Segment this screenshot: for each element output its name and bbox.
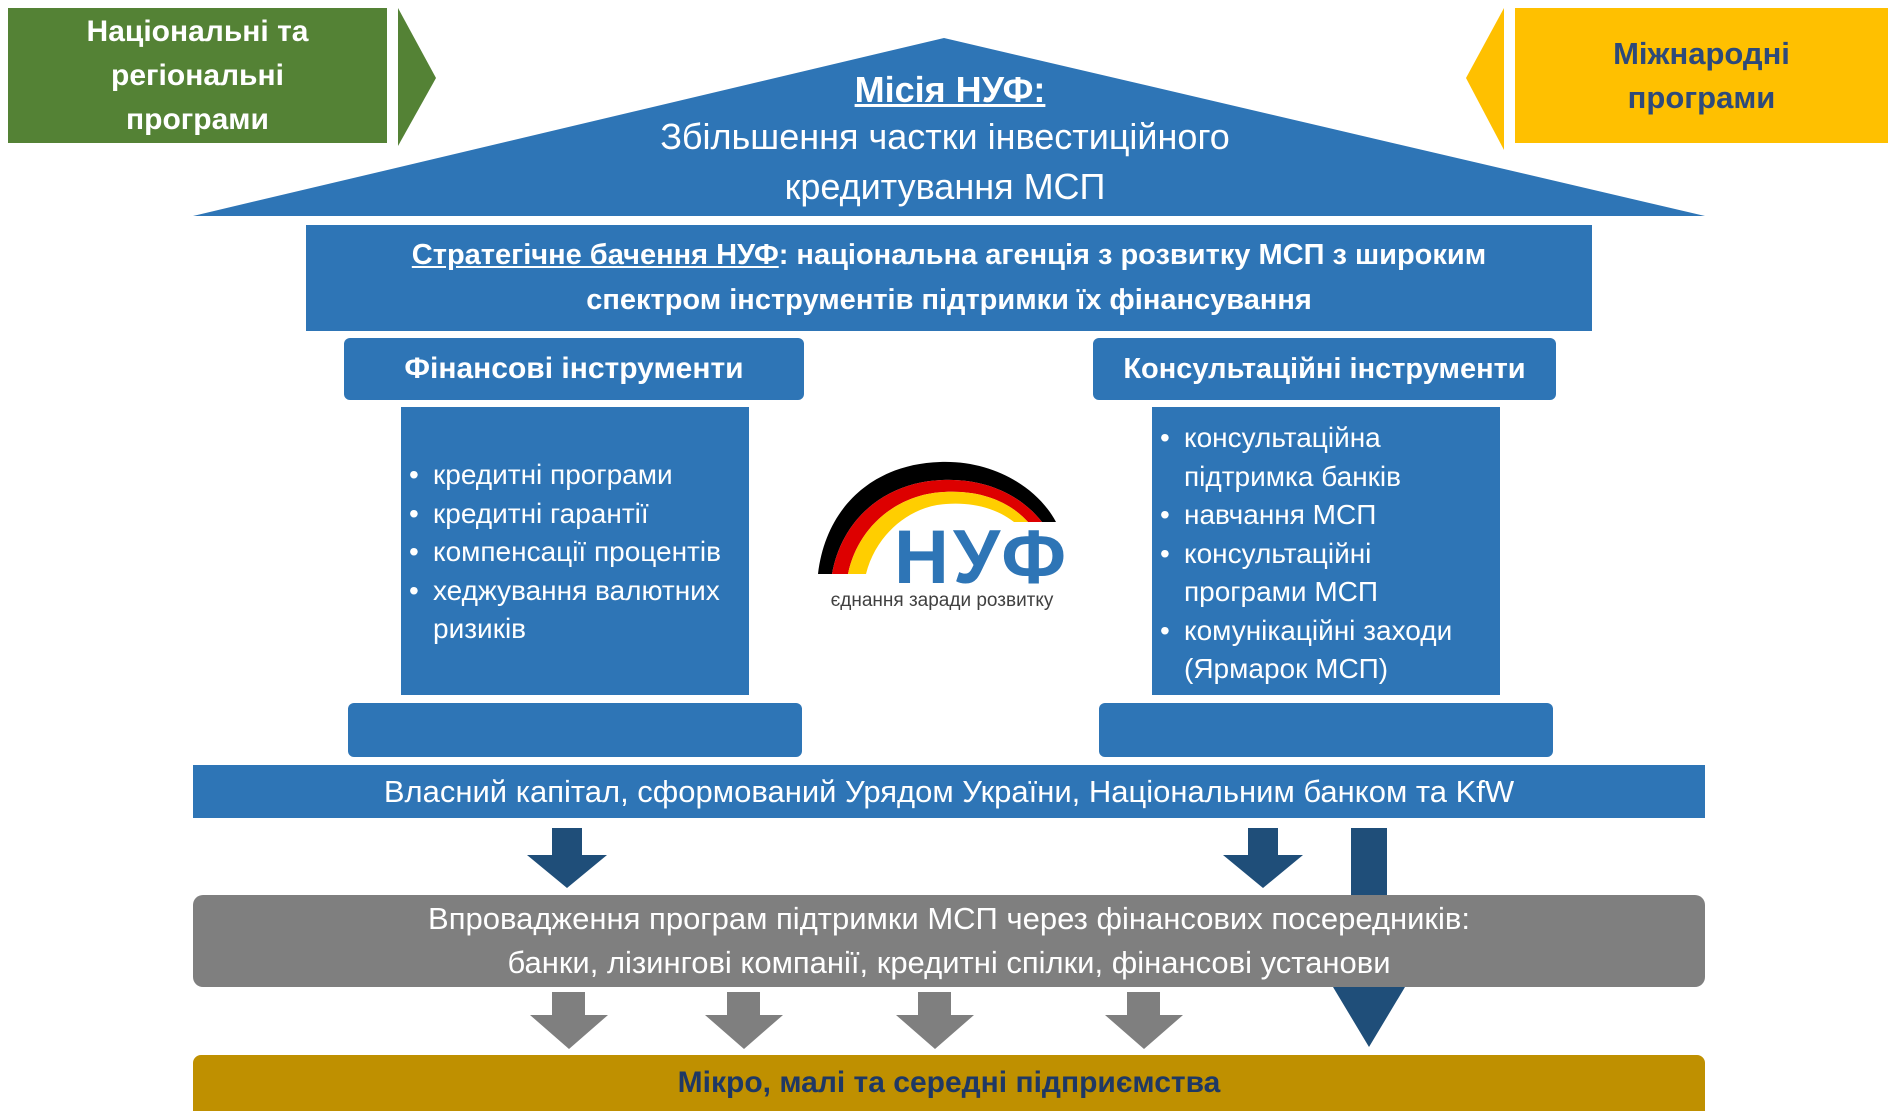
nuf-logo: НУФ єднання заради розвитку [812, 448, 1092, 618]
equity-capital-bar: Власний капітал, сформований Урядом Укра… [193, 765, 1705, 818]
strategic-vision-label: Стратегічне бачення НУФ [411, 239, 779, 271]
sme-bar: Мікро, малі та середні підприємства [193, 1055, 1705, 1111]
consulting-instruments-header: Консультаційні інструменти [1093, 338, 1556, 400]
mission-title: Місія НУФ: [854, 69, 1046, 110]
gray-arrow-3 [896, 992, 974, 1049]
capital-arrow-left [527, 828, 607, 888]
intermediaries-box: Впровадження програм підтримки МСП через… [193, 895, 1705, 987]
intermediaries-line-2: банки, лізингові компанії, кредитні спіл… [507, 945, 1391, 980]
list-item: хеджування валютних ризиків [409, 572, 743, 649]
logo-arc-icon [818, 461, 1056, 574]
list-item: навчання МСП [1160, 496, 1494, 535]
financial-column-base [348, 703, 802, 757]
national-programs-box: Національні та регіональні програми [8, 8, 387, 143]
mission-text-content: Збільшення частки інвестиційного кредиту… [660, 116, 1230, 207]
list-item: кредитні гарантії [409, 495, 743, 534]
mission-text: Збільшення частки інвестиційного кредиту… [440, 112, 1450, 212]
list-item: консультаційна підтримка банків [1160, 419, 1494, 496]
list-item: консультаційні програми МСП [1160, 535, 1494, 612]
logo-tagline: єднання заради розвитку [830, 590, 1054, 611]
strategic-vision-box: Стратегічне бачення НУФ: національна аге… [306, 225, 1592, 331]
national-programs-chevron [398, 8, 436, 146]
list-item: кредитні програми [409, 456, 743, 495]
strategic-vision-text: Стратегічне бачення НУФ: національна аге… [346, 233, 1552, 323]
list-item: компенсації процентів [409, 533, 743, 572]
consulting-instruments-list: консультаційна підтримка банків навчання… [1160, 419, 1494, 689]
capital-arrow-right [1223, 828, 1303, 888]
financial-instruments-column: кредитні програми кредитні гарантії комп… [401, 407, 749, 695]
gray-arrow-2 [705, 992, 783, 1049]
international-programs-chevron [1466, 8, 1504, 150]
strategic-vision-description: : національна агенція з розвитку МСП з ш… [586, 239, 1487, 316]
financial-instruments-list: кредитні програми кредитні гарантії комп… [409, 456, 743, 649]
consulting-instruments-column: консультаційна підтримка банків навчання… [1152, 407, 1500, 695]
intermediaries-text: Впровадження програм підтримки МСП через… [428, 897, 1470, 985]
logo-name: НУФ [894, 515, 1071, 600]
gray-arrow-1 [530, 992, 608, 1049]
gray-arrow-4 [1105, 992, 1183, 1049]
national-programs-label: Національні та регіональні програми [86, 14, 309, 136]
roof [193, 38, 1705, 216]
consulting-column-base [1099, 703, 1553, 757]
international-programs-label: Міжнародні програми [1613, 35, 1790, 115]
list-item: комунікаційні заходи (Ярмарок МСП) [1160, 612, 1494, 689]
intermediaries-line-1: Впровадження програм підтримки МСП через… [428, 901, 1470, 936]
financial-instruments-header: Фінансові інструменти [344, 338, 804, 400]
international-programs-box: Міжнародні програми [1515, 8, 1888, 143]
